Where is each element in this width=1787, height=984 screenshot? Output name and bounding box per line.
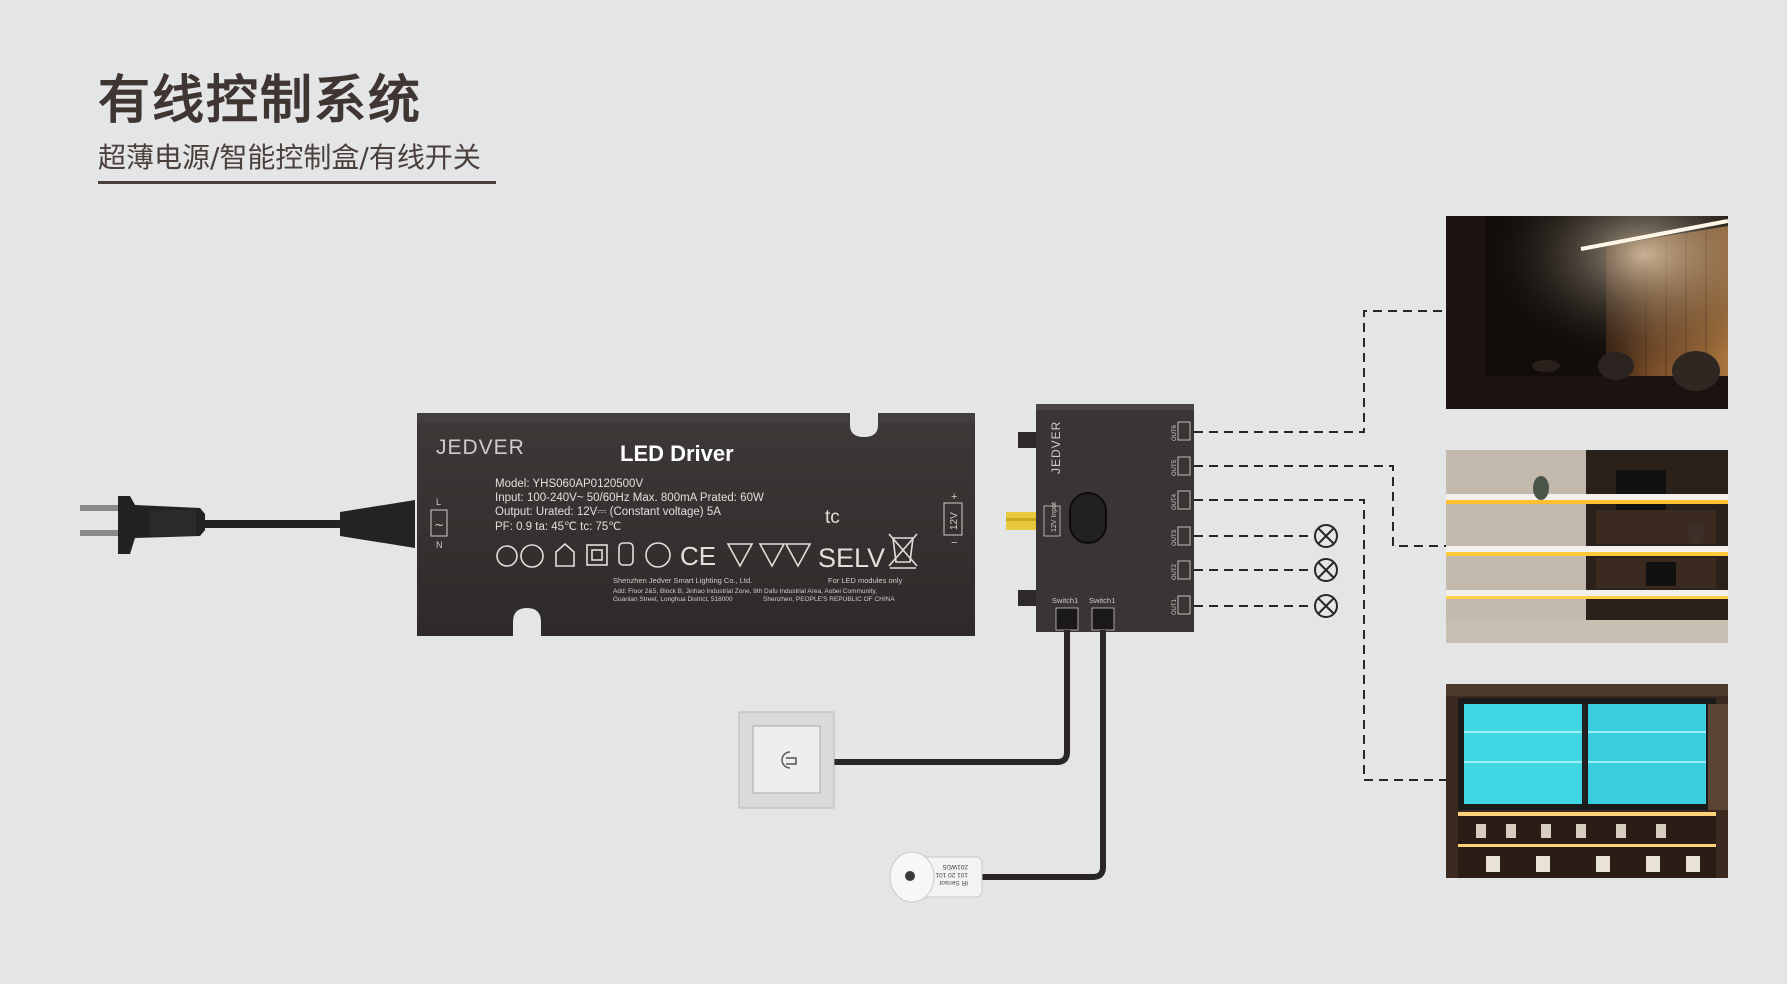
- sensor-label-3: 201WD5: [942, 863, 968, 870]
- out3-port: [1177, 526, 1191, 546]
- output-12v-label: 12V: [949, 512, 960, 530]
- wire-to-ir-sensor: [980, 630, 1106, 880]
- photo-cabinet-lighting: [1446, 684, 1728, 878]
- terminal-box: [430, 509, 448, 537]
- svg-text:−: −: [951, 537, 957, 549]
- out3-label: OUT3: [1172, 529, 1178, 546]
- out5-line: [1194, 465, 1446, 547]
- out2-label: OUT2: [1172, 563, 1178, 580]
- led-driver: JEDVER LED Driver Model: YHS060AP0120500…: [417, 413, 975, 636]
- photo-wood-wall-lighting: [1446, 216, 1728, 409]
- box-input-box: [1043, 505, 1061, 537]
- sensor-label-2: 101 20 101: [935, 871, 968, 878]
- driver-spec-output: Output: Urated: 12V⎓ (Constant voltage) …: [495, 506, 721, 518]
- out4-label: OUT4: [1172, 493, 1178, 510]
- page-title: 有线控制系统: [98, 71, 423, 131]
- out5-port: [1177, 456, 1191, 476]
- out6-line: [1194, 310, 1446, 433]
- power-plug: [80, 496, 205, 554]
- output-connections: [1194, 310, 1446, 781]
- svg-text:~: ~: [434, 518, 444, 532]
- lamp-symbols: [1314, 524, 1338, 618]
- control-box: JEDVER 12V Input OUT6 OUT5 OUT4 OUT3 OUT…: [1018, 404, 1194, 632]
- ce-mark: CE: [680, 541, 716, 571]
- switch-port-2: [1091, 607, 1115, 631]
- driver-product-name: LED Driver: [620, 441, 734, 466]
- lamp-icon-out3: [1314, 524, 1338, 548]
- wire-to-wall-switch: [834, 630, 1070, 765]
- title-underline: [98, 181, 496, 184]
- temperature-icon: [726, 543, 754, 568]
- svg-text:+: +: [951, 491, 957, 503]
- lamp-icon-out2: [1314, 558, 1338, 582]
- photo-shelves-lighting: [1446, 450, 1728, 643]
- mm-icon-2: [784, 543, 812, 568]
- transformer-icon: [618, 542, 634, 566]
- switch1-label-a: Switch1: [1052, 596, 1078, 605]
- out4-port: [1177, 490, 1191, 510]
- box-input-label: 12V Input: [1051, 502, 1058, 532]
- box-brand: JEDVER: [1049, 421, 1063, 474]
- terminal-n-label: N: [436, 540, 443, 550]
- out6-label: OUT6: [1172, 424, 1178, 441]
- driver-spec-input: Input: 100-240V~ 50/60Hz Max. 800mA Prat…: [495, 492, 764, 504]
- certification-icons: [496, 542, 812, 568]
- sensor-lens: [905, 871, 915, 881]
- touch-icon: [781, 751, 797, 769]
- gs-icon: [520, 544, 544, 568]
- tuv-icon: [496, 545, 518, 567]
- terminal-l-label: L: [436, 497, 441, 507]
- mm-icon-1: [758, 543, 786, 568]
- page-subtitle: 超薄电源/智能控制盒/有线开关: [98, 141, 481, 174]
- company-line-2: Add: Floor 2&5, Block B, Jinhao Industri…: [613, 588, 877, 595]
- ip-icon: [645, 542, 671, 568]
- wall-switch: [738, 711, 835, 809]
- output-ports: [1177, 421, 1191, 615]
- out2-port: [1177, 560, 1191, 580]
- driver-spec-model: Model: YHS060AP0120500V: [495, 478, 643, 490]
- driver-brand: JEDVER: [436, 436, 525, 459]
- house-icon: [555, 542, 575, 567]
- weee-bin-icon: [888, 533, 918, 569]
- driver-note-1: For LED modules only: [828, 576, 902, 585]
- driver-spec-pf: PF: 0.9 ta: 45℃ tc: 75℃: [495, 521, 621, 533]
- ir-sensor: IR Sensor 101 20 101 201WD5: [889, 851, 983, 903]
- out1-label: OUT1: [1172, 598, 1178, 615]
- out6-port: [1177, 421, 1191, 441]
- selv-mark: SELV: [818, 543, 885, 573]
- driver-top-notch: [850, 413, 878, 437]
- switch-port-1: [1055, 607, 1079, 631]
- driver-note-2: Shenzhen, PEOPLE'S REPUBLIC OF CHINA: [763, 596, 895, 603]
- out1-port: [1177, 595, 1191, 615]
- company-line-1: Shenzhen Jedver Smart Lighting Co., Ltd.: [613, 576, 752, 585]
- driver-bottom-notch: [513, 608, 541, 636]
- company-line-3: Guanlan Street, Longhua District, 518000: [613, 596, 733, 603]
- cord-strain-relief: [340, 500, 415, 548]
- control-button: [1069, 492, 1107, 544]
- tc-mark: tc: [825, 507, 840, 528]
- sensor-label-1: IR Sensor: [938, 879, 968, 886]
- lamp-icon-out1: [1314, 594, 1338, 618]
- switch1-label-b: Switch1: [1089, 596, 1115, 605]
- out5-label: OUT5: [1172, 459, 1178, 476]
- output-label-box: [943, 502, 963, 536]
- double-insulation-icon: [586, 544, 608, 566]
